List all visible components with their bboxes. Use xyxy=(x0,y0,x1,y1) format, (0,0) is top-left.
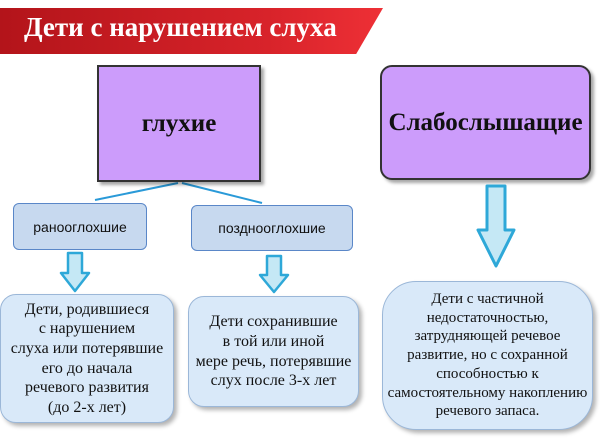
title-banner xyxy=(0,8,383,54)
connector-to-late xyxy=(181,182,263,204)
node-early-deaf: ранооглохшие xyxy=(13,203,147,250)
description-early-deaf: Дети, родившиеся с нарушением слуха или … xyxy=(0,294,174,423)
page-title: Дети с нарушением слуха xyxy=(24,12,337,42)
node-late-deaf: позднооглохшие xyxy=(191,205,353,251)
arrow-down-icon xyxy=(59,251,91,293)
arrow-down-icon xyxy=(476,184,516,268)
node-hard-of-hearing: Слабослышащие xyxy=(380,65,591,180)
description-hard-of-hearing: Дети с частичной недостаточностью, затру… xyxy=(382,281,593,430)
arrow-down-icon xyxy=(258,254,290,294)
connector-to-early xyxy=(94,182,179,201)
description-late-deaf: Дети сохранившие в той или иной мере реч… xyxy=(188,296,359,407)
node-deaf: глухие xyxy=(97,65,261,182)
